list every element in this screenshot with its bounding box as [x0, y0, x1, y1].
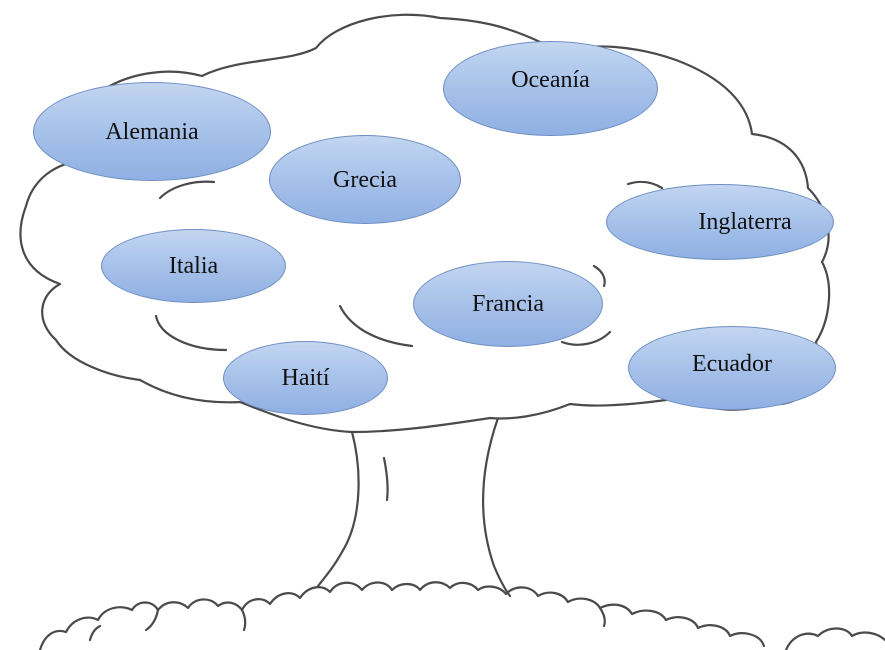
country-node-francia: Francia [413, 261, 603, 347]
country-node-italia: Italia [101, 229, 286, 303]
crown-detail [338, 304, 414, 348]
country-node-ecuador: Ecuador [628, 326, 836, 410]
ground-bush-detail [88, 624, 102, 642]
crown-detail [626, 180, 664, 190]
country-node-grecia: Grecia [269, 135, 461, 224]
node-label: Francia [472, 291, 544, 317]
crown-detail [592, 264, 606, 288]
ground-bush-detail [240, 608, 247, 632]
tree-trunk-left [316, 430, 360, 588]
node-label: Ecuador [692, 351, 772, 377]
node-label: Alemania [105, 118, 199, 145]
country-node-alemania: Alemania [33, 82, 271, 181]
tree-trunk-right [482, 416, 512, 598]
node-label: Grecia [333, 166, 397, 193]
crown-detail [158, 180, 216, 200]
country-node-inglaterra: Inglaterra [606, 184, 834, 260]
ground-bush-detail [144, 608, 160, 632]
ground-bushes [38, 581, 766, 650]
node-label: Haití [281, 365, 330, 391]
node-label: Oceanía [511, 66, 590, 93]
ground-bush-detail [598, 606, 606, 628]
crown-detail [154, 314, 228, 352]
ground-bushes-right [784, 627, 885, 650]
country-node-oceania: Oceanía [443, 41, 658, 136]
crown-detail [560, 330, 612, 346]
node-label: Inglaterra [698, 209, 792, 235]
node-label: Italia [168, 253, 219, 279]
country-node-haiti: Haití [223, 341, 388, 415]
tree-trunk-detail [382, 456, 389, 502]
